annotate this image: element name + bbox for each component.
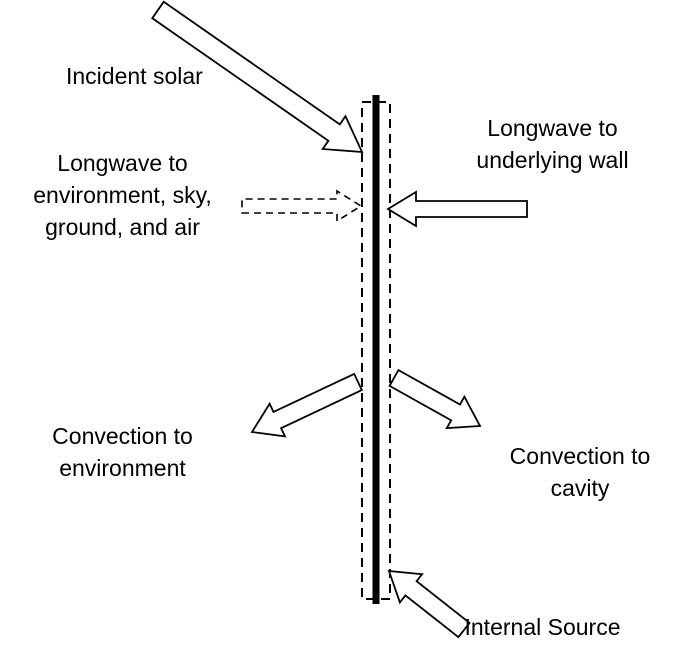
internal-source-label: Internal Source (440, 611, 645, 643)
surface-dashed-boundary (361, 101, 391, 600)
label-line: ground, and air (45, 214, 200, 240)
internal-source-arrow (387, 569, 471, 639)
label-line: Convection to (52, 423, 193, 449)
longwave-environment-arrow (241, 189, 363, 223)
longwave-environment-label: Longwave to environment, sky, ground, an… (0, 147, 245, 243)
convection-cavity-arrow (388, 368, 482, 430)
convection-environment-arrow (250, 372, 363, 438)
label-line: underlying wall (476, 147, 629, 173)
label-line: Longwave to (57, 150, 188, 176)
label-line: cavity (550, 475, 610, 501)
convection-cavity-label: Convection to cavity (480, 440, 674, 504)
label-line: Longwave to (487, 115, 618, 141)
longwave-underlying-wall-arrow (386, 190, 528, 228)
convection-environment-label: Convection to environment (15, 420, 230, 484)
label-line: environment (59, 455, 186, 481)
label-line: Incident solar (66, 63, 203, 89)
label-line: environment, sky, (33, 182, 212, 208)
incident-solar-label: Incident solar (66, 60, 251, 92)
label-line: Internal Source (464, 614, 621, 640)
longwave-underlying-wall-label: Longwave to underlying wall (455, 112, 650, 176)
incident-solar-arrow (151, 0, 364, 154)
label-line: Convection to (509, 443, 651, 469)
